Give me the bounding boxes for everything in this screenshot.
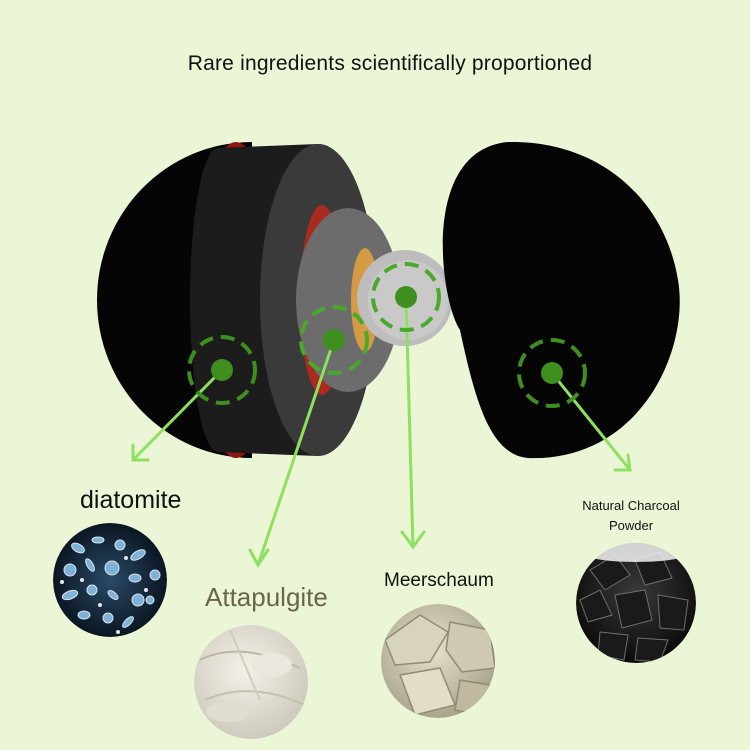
marker-meerschaum — [371, 262, 441, 332]
meerschaum-photo — [381, 604, 495, 718]
page-title: Rare ingredients scientifically proporti… — [187, 52, 593, 75]
ingredient-label-meerschaum: Meerschaum — [384, 570, 494, 591]
ingredient-label-diatomite: diatomite — [80, 486, 182, 514]
ingredient-label-charcoal: Natural Charcoal Powder — [582, 498, 680, 533]
pointer-line-diatomite — [131, 368, 224, 462]
charcoal-photo — [576, 543, 696, 663]
grey-disc-layer — [296, 208, 400, 392]
marker-diatomite — [187, 335, 257, 405]
pointer-arrow-charcoal — [613, 453, 632, 472]
ingredient-label-attapulgite: Attapulgite — [205, 582, 328, 612]
diatomite-photo — [53, 523, 167, 637]
attapulgite-photo — [194, 625, 308, 739]
pointer-arrow-attapulgite — [248, 548, 270, 568]
marker-charcoal — [517, 338, 587, 408]
pointer-arrow-diatomite — [131, 443, 150, 462]
pointer-line-charcoal — [550, 371, 632, 472]
right-hemisphere-shell — [442, 141, 680, 459]
pointer-line-meerschaum — [404, 295, 415, 549]
pointer-line-attapulgite — [256, 338, 336, 567]
marker-attapulgite — [299, 305, 369, 375]
pointer-arrow-meerschaum — [400, 530, 426, 550]
